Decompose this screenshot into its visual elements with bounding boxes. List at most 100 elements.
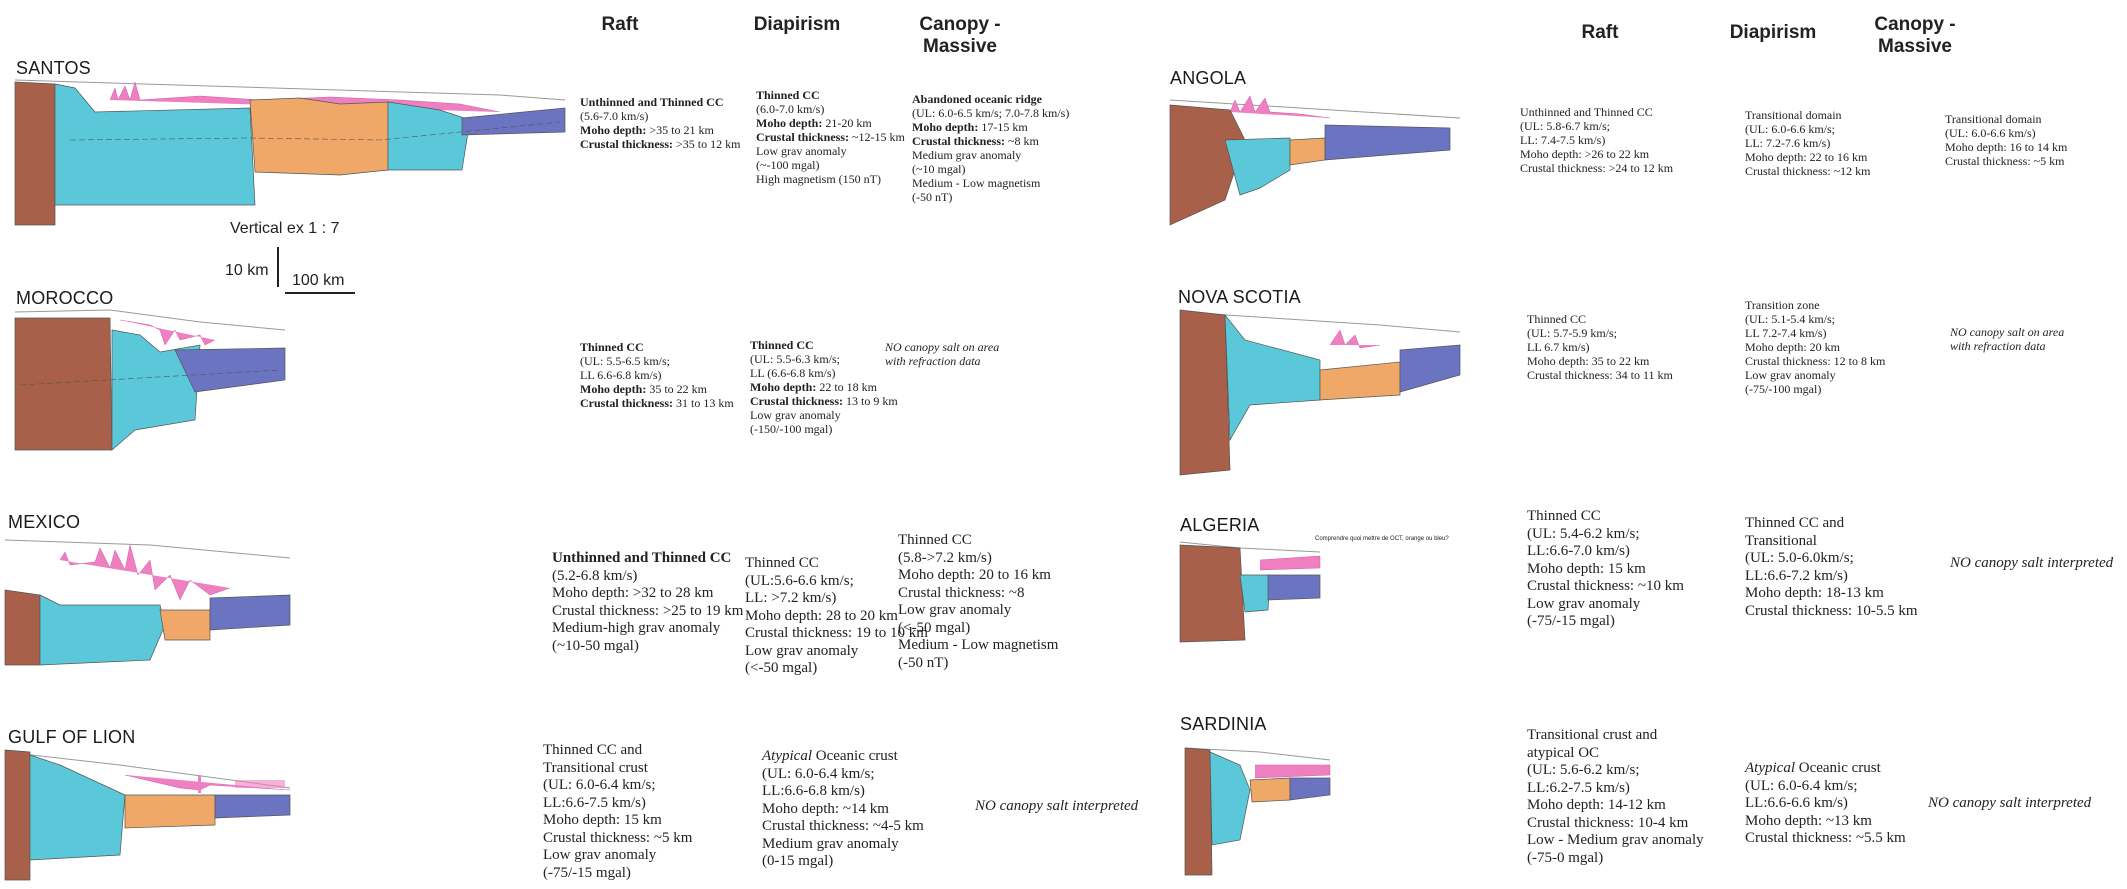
- text-line: (UL: 5.5-6.3 km/s;: [750, 352, 898, 366]
- morocco-raft-text: Thinned CC(UL: 5.5-6.5 km/s;LL 6.6-6.8 k…: [580, 340, 734, 410]
- section-algeria: [1180, 542, 1320, 642]
- text-line: Atypical Oceanic crust: [762, 748, 924, 766]
- text-line: Low grav anomaly: [543, 847, 692, 865]
- text-line: Transitional domain: [1945, 112, 2067, 126]
- morocco-diapirism-text: Thinned CC(UL: 5.5-6.3 km/s;LL (6.6-6.8 …: [750, 338, 898, 436]
- text-line: Moho depth: 35 to 22 km: [580, 382, 734, 396]
- algeria-canopy-text: NO canopy salt interpreted: [1950, 555, 2113, 573]
- nova-scotia-canopy-text: NO canopy salt on areawith refraction da…: [1950, 325, 2064, 353]
- text-line: Moho depth: 16 to 14 km: [1945, 140, 2067, 154]
- text-line: Transitional: [1745, 533, 1918, 551]
- section-nova-scotia: [1180, 310, 1460, 475]
- text-line: (0-15 mgal): [762, 853, 924, 871]
- text-line: (-75-0 mgal): [1527, 850, 1704, 868]
- text-line: LL:6.6-7.0 km/s): [1527, 543, 1684, 561]
- text-line: Moho depth: 15 km: [543, 812, 692, 830]
- text-line: with refraction data: [885, 354, 999, 368]
- text-line: Moho depth: ~14 km: [762, 801, 924, 819]
- text-line: Crustal thickness: 13 to 9 km: [750, 394, 898, 408]
- text-line: Crustal thickness: 10-5.5 km: [1745, 603, 1918, 621]
- text-line: Moho depth: 18-13 km: [1745, 585, 1918, 603]
- nova-scotia-diapirism-text: Transition zone(UL: 5.1-5.4 km/s;LL 7.2-…: [1745, 298, 1885, 396]
- text-line: Transitional crust and: [1527, 727, 1704, 745]
- text-line: Low grav anomaly: [1745, 368, 1885, 382]
- text-line: Moho depth: 22 to 18 km: [750, 380, 898, 394]
- text-line: (-50 nT): [912, 190, 1069, 204]
- text-line: (UL: 6.0-6.5 km/s; 7.0-7.8 km/s): [912, 106, 1069, 120]
- text-line: (UL: 6.0-6.4 km/s;: [762, 766, 924, 784]
- text-line: Medium grav anomaly: [912, 148, 1069, 162]
- mexico-raft-text: Unthinned and Thinned CC(5.2-6.8 km/s)Mo…: [552, 550, 743, 655]
- text-line: atypical OC: [1527, 745, 1704, 763]
- text-line: LL:6.6-6.8 km/s): [762, 783, 924, 801]
- text-line: Atypical Oceanic crust: [1745, 760, 1906, 778]
- gulf-of-lion-raft-text: Thinned CC and Transitional crust(UL: 6.…: [543, 742, 692, 882]
- text-line: NO canopy salt interpreted: [1950, 555, 2113, 573]
- algeria-diapirism-text: Thinned CC andTransitional(UL: 5.0-6.0km…: [1745, 515, 1918, 620]
- text-line: Crustal thickness: ~10 km: [1527, 578, 1684, 596]
- text-line: Crustal thickness: 34 to 11 km: [1527, 368, 1673, 382]
- text-line: (5.2-6.8 km/s): [552, 568, 743, 586]
- text-line: (~10 mgal): [912, 162, 1069, 176]
- text-line: Medium grav anomaly: [762, 836, 924, 854]
- text-line: Thinned CC: [756, 88, 905, 102]
- text-line: Thinned CC and: [543, 742, 692, 760]
- text-line: (~10-50 mgal): [552, 638, 743, 656]
- text-line: Crustal thickness: ~4-5 km: [762, 818, 924, 836]
- text-line: (-50 nT): [898, 655, 1058, 673]
- text-line: LL:6.6-7.2 km/s): [1745, 568, 1918, 586]
- algeria-raft-text: Thinned CC(UL: 5.4-6.2 km/s;LL:6.6-7.0 k…: [1527, 508, 1684, 631]
- text-line: NO canopy salt interpreted: [1928, 795, 2091, 813]
- text-line: (UL: 5.7-5.9 km/s;: [1527, 326, 1673, 340]
- text-line: LL:6.6-7.5 km/s): [543, 795, 692, 813]
- text-line: Medium - Low magnetism: [898, 637, 1058, 655]
- text-line: Moho depth: ~13 km: [1745, 813, 1906, 831]
- text-line: Crustal thickness: ~12-15 km: [756, 130, 905, 144]
- section-morocco: [15, 310, 285, 450]
- section-angola: [1170, 96, 1460, 225]
- text-line: Crustal thickness: ~5 km: [543, 830, 692, 848]
- text-line: (UL: 6.0-6.6 km/s;: [1745, 122, 1870, 136]
- text-line: (UL: 5.4-6.2 km/s;: [1527, 526, 1684, 544]
- text-line: Moho depth: 22 to 16 km: [1745, 150, 1870, 164]
- text-line: Crustal thickness: 31 to 13 km: [580, 396, 734, 410]
- section-mexico: [5, 540, 290, 665]
- text-line: Thinned CC: [1527, 508, 1684, 526]
- text-line: Moho depth: >26 to 22 km: [1520, 147, 1673, 161]
- text-line: (-75/-15 mgal): [543, 865, 692, 883]
- text-line: LL:6.6-6.6 km/s): [1745, 795, 1906, 813]
- text-line: Low grav anomaly: [750, 408, 898, 422]
- sardinia-canopy-text: NO canopy salt interpreted: [1928, 795, 2091, 813]
- text-line: Transitional crust: [543, 760, 692, 778]
- text-line: (UL: 5.8-6.7 km/s;: [1520, 119, 1673, 133]
- text-line: LL 6.6-6.8 km/s): [580, 368, 734, 382]
- text-line: Low grav anomaly: [756, 144, 905, 158]
- santos-canopy-text: Abandoned oceanic ridge(UL: 6.0-6.5 km/s…: [912, 92, 1069, 204]
- text-line: Thinned CC: [580, 340, 734, 354]
- text-line: (<-50 mgal): [898, 620, 1058, 638]
- text-line: Medium-high grav anomaly: [552, 620, 743, 638]
- section-gulf-of-lion: [5, 750, 290, 880]
- text-line: Crustal thickness: >24 to 12 km: [1520, 161, 1673, 175]
- text-line: (UL: 5.5-6.5 km/s;: [580, 354, 734, 368]
- text-line: Transition zone: [1745, 298, 1885, 312]
- text-line: (UL: 6.0-6.6 km/s): [1945, 126, 2067, 140]
- text-line: (UL: 5.6-6.2 km/s;: [1527, 762, 1704, 780]
- text-line: Thinned CC and: [1745, 515, 1918, 533]
- text-line: Unthinned and Thinned CC: [552, 550, 743, 568]
- text-line: Transitional domain: [1745, 108, 1870, 122]
- text-line: LL (6.6-6.8 km/s): [750, 366, 898, 380]
- text-line: Unthinned and Thinned CC: [1520, 105, 1673, 119]
- text-line: Crustal thickness: ~8: [898, 585, 1058, 603]
- text-line: (UL: 5.0-6.0km/s;: [1745, 550, 1918, 568]
- text-line: Moho depth: 20 km: [1745, 340, 1885, 354]
- text-line: Crustal thickness: ~5 km: [1945, 154, 2067, 168]
- text-line: LL:6.2-7.5 km/s): [1527, 780, 1704, 798]
- text-line: Moho depth: >35 to 21 km: [580, 123, 740, 137]
- text-line: (6.0-7.0 km/s): [756, 102, 905, 116]
- text-line: Unthinned and Thinned CC: [580, 95, 740, 109]
- text-line: Moho depth: 20 to 16 km: [898, 567, 1058, 585]
- text-line: Thinned CC: [750, 338, 898, 352]
